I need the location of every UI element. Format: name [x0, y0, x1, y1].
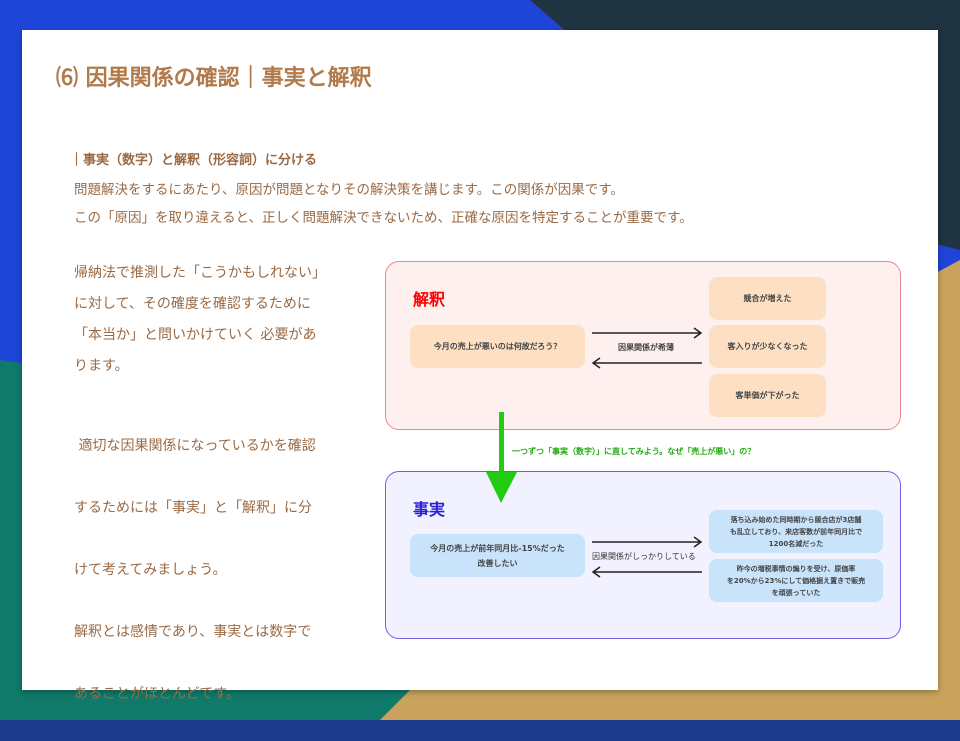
question-box: 今月の売上が前年同月比-15%だった 改善したい	[410, 534, 585, 577]
intro-line: 問題解決をするにあたり、原因が問題となりその解決策を講じます。この関係が因果です…	[74, 182, 624, 198]
text-line: ります。	[74, 358, 129, 374]
text-line: 「本当か」と問いかけていく 必要があ	[74, 327, 317, 343]
text-line: 帰納法で推測した「こうかもしれない」	[74, 265, 326, 281]
intro-line: この「原因」を取り違えると、正しく問題解決できないため、正確な原因を特定すること…	[74, 210, 693, 226]
text-line: するためには「事実」と「解釈」に分	[74, 500, 312, 516]
page-title: ⑹ 因果関係の確認｜事実と解釈	[56, 66, 372, 91]
text-line: あることがほとんどです。	[74, 686, 240, 702]
cause-box: 客単価が下がった	[709, 374, 826, 417]
text-line: けて考えてみましょう。	[74, 562, 227, 578]
question-box: 今月の売上が悪いのは何故だろう？	[410, 325, 585, 368]
cause-box: 落ち込み始めた同時期から競合店が3店舗 も乱立しており、来店客数が前年同月比で …	[709, 510, 883, 553]
cause-box: 客入りが少なくなった	[709, 325, 826, 368]
cause-box: 昨今の増税事情の煽りを受け、原価率 を20%から23%にして価格据え置きで販売 …	[709, 559, 883, 602]
transition-note: 一つずつ「事実（数字）」に直してみよう。なぜ「売上が悪い」の？	[512, 447, 756, 456]
paragraph-2: 適切な因果関係になっているかを確認 するためには「事実」と「解釈」に分 けて考え…	[74, 400, 316, 741]
relation-label: 因果関係がしっかりしている	[592, 552, 696, 561]
text-line: 解釈とは感情であり、事実とは数字で	[74, 624, 312, 640]
cause-box: 競合が増えた	[709, 277, 826, 320]
relation-label: 因果関係が希薄	[618, 343, 674, 352]
interpretation-heading: 解釈	[413, 290, 446, 309]
text-line: 適切な因果関係になっているかを確認	[74, 438, 316, 454]
text-line: に対して、その確度を確認するために	[74, 296, 311, 312]
paragraph-1: 帰納法で推測した「こうかもしれない」 に対して、その確度を確認するために 「本当…	[74, 258, 326, 382]
fact-heading: 事実	[413, 500, 446, 519]
subheading: ｜事実（数字）と解釈（形容詞）に分ける	[70, 153, 318, 168]
